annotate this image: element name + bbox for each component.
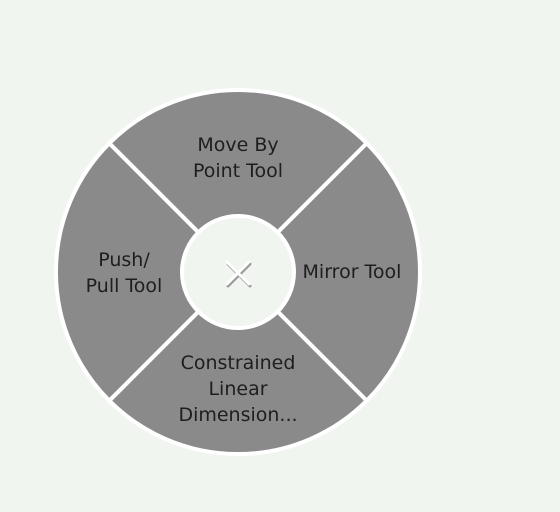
radial-item-constrained-linear-dimension[interactable]: [106, 308, 370, 457]
radial-item-mirror-tool[interactable]: [274, 140, 423, 404]
close-icon: [225, 260, 252, 288]
radial-item-push-pull-tool[interactable]: [53, 140, 202, 404]
radial-item-move-by-point-tool[interactable]: [106, 87, 370, 236]
